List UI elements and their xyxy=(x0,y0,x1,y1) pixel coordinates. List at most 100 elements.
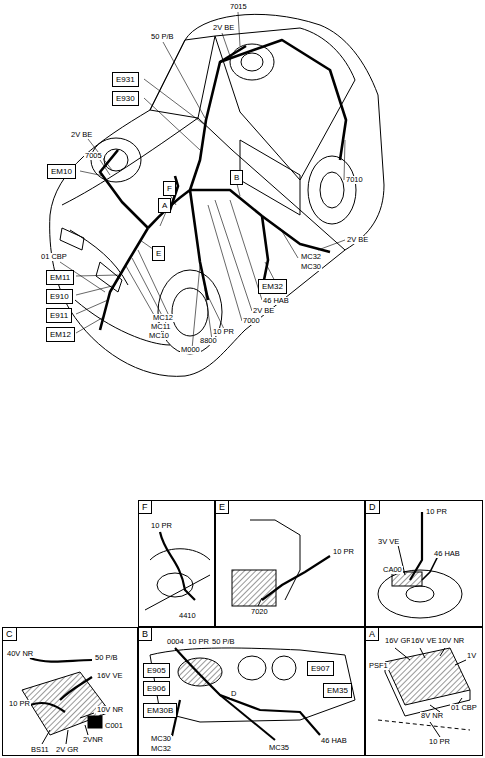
callout-label: 50 P/B xyxy=(94,654,119,662)
callout-label: 2V GR xyxy=(55,746,80,754)
inset-e-drawing-stroke xyxy=(232,570,276,606)
car-body-stroke xyxy=(215,36,355,180)
leader-lines-stroke xyxy=(160,212,166,226)
callout-label: 7005 xyxy=(84,152,103,160)
car-body-stroke xyxy=(75,300,170,345)
inset-b-drawing-stroke xyxy=(238,656,266,680)
callout-label: MC32 xyxy=(150,745,172,753)
connector-box: E906 xyxy=(143,681,170,696)
connector-code: EM12 xyxy=(50,330,71,339)
inset-c-drawing-stroke xyxy=(60,677,92,700)
connector-code: E910 xyxy=(50,292,69,301)
inset-b-drawing-stroke xyxy=(150,648,355,722)
inset-c-drawing-stroke xyxy=(85,725,88,735)
inset-d-drawing-stroke xyxy=(410,512,422,580)
inset-panel: BE905E906EM30BE907EM35 xyxy=(138,627,365,756)
connector-box: B xyxy=(230,170,243,185)
callout-label: 2VNR xyxy=(82,736,104,744)
inset-f-drawing-stroke xyxy=(160,532,195,600)
inset-a-drawing-stroke xyxy=(430,705,440,712)
wiring-harness-stroke xyxy=(190,46,246,190)
connector-box: EM35 xyxy=(323,683,352,698)
panel-letter: B xyxy=(139,628,152,641)
callout-label: 16V VE xyxy=(96,672,123,680)
callout-label: 10 PR xyxy=(187,638,210,646)
callout-label: 2V BE xyxy=(212,24,235,32)
callout-label: MC11 xyxy=(150,323,171,331)
callout-label: 50 P/B xyxy=(211,638,236,646)
connector-box: F xyxy=(163,181,176,196)
connector-box: A xyxy=(158,198,171,213)
inset-a-drawing-stroke xyxy=(378,720,470,730)
callout-label: MC32 xyxy=(300,253,322,261)
car-body xyxy=(50,14,384,376)
callout-label: 46 HAB xyxy=(262,297,290,305)
wiring-harness-stroke xyxy=(100,228,148,330)
leader-lines-stroke xyxy=(203,275,212,340)
connector-box: E931 xyxy=(112,72,139,87)
connector-code: E905 xyxy=(147,666,166,675)
callout-label: MC35 xyxy=(268,744,290,752)
panel-letter: F xyxy=(139,501,152,514)
leader-lines-stroke xyxy=(76,286,112,295)
callout-label: 4410 xyxy=(178,612,197,620)
car-body-stroke xyxy=(91,138,141,182)
leader-lines-stroke xyxy=(192,265,200,349)
leader-lines-stroke xyxy=(88,139,112,170)
callout-label: 01 CBP xyxy=(450,704,478,712)
callout-label: 10 PR xyxy=(212,328,235,336)
connector-box: EM32 xyxy=(258,279,287,294)
connector-box: EM11 xyxy=(46,270,74,285)
callout-label: 01 CBP xyxy=(40,253,68,261)
callout-label: 50 P/B xyxy=(150,33,175,41)
inset-panel: D xyxy=(365,500,483,627)
inset-b-drawing xyxy=(150,648,355,740)
inset-c-drawing-stroke xyxy=(42,730,50,744)
inset-b-drawing-stroke xyxy=(272,656,296,680)
callout-label: C001 xyxy=(104,722,124,730)
leader-lines-stroke xyxy=(163,42,205,118)
callout-label: 2V BE xyxy=(252,307,275,315)
callout-label: 16V VE xyxy=(410,637,437,645)
inset-c-drawing-stroke xyxy=(30,703,65,712)
wiring-harness-stroke xyxy=(220,40,346,160)
leader-lines-stroke xyxy=(132,258,168,327)
inset-a-drawing-stroke xyxy=(385,648,470,705)
callout-label: 7015 xyxy=(229,3,248,11)
callout-label: MC10 xyxy=(148,332,170,340)
leader-lines xyxy=(60,12,345,349)
leader-lines-stroke xyxy=(76,318,102,333)
inset-b-drawing-stroke xyxy=(220,695,275,740)
callout-label: 0004 xyxy=(166,638,185,646)
inset-b-drawing-stroke xyxy=(178,658,222,686)
leader-lines-stroke xyxy=(237,184,240,196)
leader-lines-stroke xyxy=(144,79,205,125)
inset-a-drawing-stroke xyxy=(420,648,425,658)
callout-label: 1V xyxy=(466,652,477,660)
wiring-harness-stroke xyxy=(148,190,330,252)
inset-f-drawing-stroke xyxy=(150,549,210,560)
connector-code: E906 xyxy=(147,684,166,693)
inset-a-drawing xyxy=(378,648,470,737)
callout-label: 16V GR xyxy=(384,637,413,645)
connector-code: EM10 xyxy=(51,167,72,176)
callout-label: 7000 xyxy=(242,317,261,325)
inset-c-drawing xyxy=(22,658,110,744)
leader-lines-stroke xyxy=(280,228,298,258)
callout-label: M000 xyxy=(180,346,201,354)
inset-f-drawing xyxy=(145,532,210,610)
inset-d-drawing xyxy=(378,512,462,618)
car-body-stroke xyxy=(158,270,222,354)
inset-c-drawing-stroke xyxy=(80,713,94,718)
inset-panel: F xyxy=(138,500,215,627)
inset-a-drawing-stroke xyxy=(440,648,445,656)
inset-e-drawing-stroke xyxy=(262,556,330,600)
connector-box: EM12 xyxy=(46,327,75,342)
connector-code: E xyxy=(156,249,161,258)
inset-f-drawing-stroke xyxy=(145,575,210,610)
inset-e-drawing-stroke xyxy=(258,598,262,606)
wiring-harness xyxy=(100,40,346,330)
